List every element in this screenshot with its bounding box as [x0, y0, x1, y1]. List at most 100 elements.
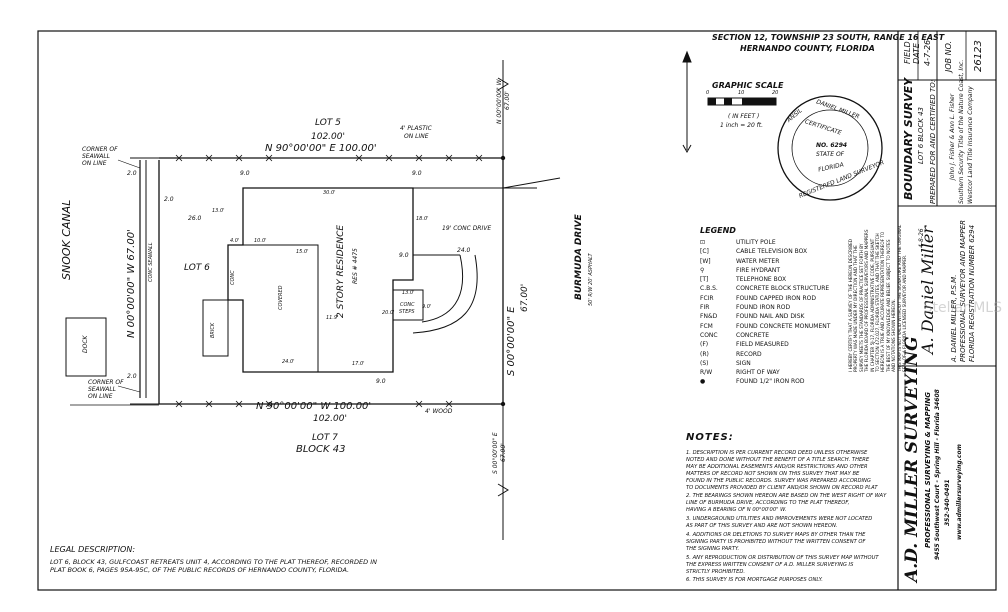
note-line: THE SIGNING PARTY. — [686, 545, 740, 552]
graphic-scale-title: GRAPHIC SCALE — [712, 81, 784, 90]
lot5-dim: 102.00' — [311, 132, 345, 142]
section-line: SECTION 12, TOWNSHIP 23 SOUTH, RANGE 16 … — [712, 33, 945, 42]
legend-symbol: FIR — [700, 304, 710, 312]
corner-bot-1: CORNER OF — [88, 379, 124, 386]
dim-11-9: 11.9' — [326, 315, 339, 321]
corner-bot-2: SEAWALL — [88, 386, 117, 393]
residence-label: 2 STORY RESIDENCE — [336, 224, 346, 318]
legend-symbol: (R) — [700, 350, 709, 358]
scale-tick-20: 20 — [772, 90, 779, 96]
dim-2-0-a: 2.0 — [127, 170, 137, 177]
note-line: 2. THE BEARINGS SHOWN HEREON ARE BASED O… — [686, 493, 887, 500]
legend-symbol: ● — [700, 378, 706, 386]
fence-north — [175, 154, 483, 162]
scale-bar — [707, 97, 777, 106]
note-line: 6. THIS SURVEY IS FOR MORTGAGE PURPOSES … — [686, 577, 823, 584]
client-1: John J. Fisher & Ann L. Fisher — [949, 93, 956, 180]
survey-lot: LOT 6 BLOCK 43 — [917, 107, 925, 164]
note-line: 3. UNDERGROUND UTILITIES AND IMPROVEMENT… — [686, 516, 873, 523]
note-line: MATTERS OF RECORD NOT SHOWN ON THIS SURV… — [686, 470, 860, 477]
corner-bot-3: ON LINE — [88, 393, 113, 400]
covered-label: COVERED — [278, 285, 284, 311]
legend-text: FIRE HYDRANT — [736, 266, 781, 274]
legend-symbol: ⊡ — [700, 239, 706, 246]
county-line: HERNANDO COUNTY, FLORIDA — [740, 44, 875, 53]
job-number: 26123 — [973, 40, 984, 72]
dim-24-0: 24.0 — [457, 247, 471, 254]
east-bearing: S 00°00'00" E — [506, 306, 517, 376]
surveyor-seal — [777, 95, 883, 201]
drive-curve — [421, 254, 464, 323]
note-line: NOTED AND DONE WITHOUT THE BENEFIT OF A … — [686, 456, 870, 463]
legend-text: RECORD — [736, 350, 762, 358]
dim-26-0: 26.0 — [188, 215, 202, 222]
seawall-label: CONC SEAWALL — [148, 242, 154, 282]
south-extension-2: 67.00' — [500, 443, 507, 462]
field-label: FIELD — [903, 41, 912, 64]
dim-13-0: 13.0' — [212, 208, 225, 214]
brick-label: BRICK — [210, 322, 216, 338]
note-line: SIGNING PARTY IS PROHIBITED WITHOUT THE … — [686, 538, 866, 545]
legend-text: TELEPHONE BOX — [736, 276, 787, 284]
certification-line: THE FLORIDA BOARD OF PROFESSIONAL SURVEY… — [864, 229, 870, 372]
dock-rect — [65, 317, 107, 377]
note-line: LINE OF BURMUDA DRIVE, ACCORDING TO THE … — [686, 500, 850, 507]
dim-24-0-b: 24.0' — [282, 359, 295, 365]
company-web: www.admillersurveying.com — [956, 444, 963, 540]
legend-text: FOUND NAIL AND DISK — [736, 313, 805, 321]
lot6-label: LOT 6 — [184, 263, 210, 273]
note-line: 5. ANY REPRODUCTION OR DISTRIBUTION OF T… — [686, 554, 879, 561]
conc-label: CONC — [230, 270, 236, 285]
prepared-for: PREPARED FOR AND CERTIFIED TO: — [929, 79, 937, 204]
company-phone: 352-340-0491 — [944, 479, 951, 526]
legend-symbol: R/W — [700, 369, 713, 377]
legend-item: [W]WATER METER — [700, 257, 890, 266]
legend-symbol: (F) — [700, 341, 709, 349]
legend-symbol: FCM — [700, 322, 713, 330]
dim-9-0-d: 9.0 — [399, 252, 409, 259]
north-extension-2: 67.00' — [504, 91, 511, 110]
road-break-south — [497, 483, 509, 497]
conc-drive-label: 19' CONC DRIVE — [442, 225, 492, 232]
south-record: 102.00' — [313, 414, 347, 424]
lot5-label: LOT 5 — [315, 118, 341, 128]
dim-18-0: 18.0' — [416, 216, 429, 222]
note-line: 1. DESCRIPTION IS PER CURRENT RECORD DEE… — [686, 450, 868, 456]
company-sub: PROFESSIONAL SURVEYING & MAPPING — [924, 391, 932, 548]
field-date: 4-7-26 — [923, 39, 932, 66]
dim-2-0-c: 2.0 — [127, 373, 137, 380]
iron-rod-se — [500, 401, 506, 407]
notes-list: 1. DESCRIPTION IS PER CURRENT RECORD DEE… — [686, 450, 896, 584]
corner-top-1: CORNER OF — [82, 146, 118, 153]
note-line: TO DOCUMENTS PROVIDED BY CLIENT AND/OR S… — [686, 484, 878, 491]
scale-tick-0: 0 — [706, 90, 710, 96]
drive-curve-2 — [412, 254, 478, 334]
south-extension-1: S 00°00'00" E — [492, 432, 499, 474]
legend-item: (F)FIELD MEASURED — [700, 340, 890, 349]
scale-units: ( IN FEET ) — [728, 113, 760, 120]
legend-text: WATER METER — [736, 257, 780, 265]
legend-text: FOUND CONCRETE MONUMENT — [736, 322, 831, 330]
legend-symbol: C.B.S. — [700, 285, 718, 293]
note-line: STRICTLY PROHIBITED. — [686, 568, 746, 575]
conc-steps — [392, 289, 424, 321]
residence-outline — [227, 187, 414, 373]
legal-line-1: LOT 6, BLOCK 43, GULFCOAST RETREATS UNIT… — [50, 558, 377, 566]
company-address: 9455 Southwest Court - Spring Hill - Flo… — [934, 389, 941, 560]
burmuda-sub: 50' R/W 20' ASPHALT — [588, 253, 594, 306]
east-dim: 67.00' — [520, 283, 530, 312]
date-label: DATE — [912, 43, 921, 64]
legend-item: [T]TELEPHONE BOX — [700, 275, 890, 284]
legend-item: (S)SIGN — [700, 359, 890, 368]
north-bearing: N 90°00'00" E 100.00' — [265, 143, 377, 154]
legend-text: RIGHT OF WAY — [736, 369, 780, 377]
scale-tick-10: 10 — [738, 90, 745, 96]
legend-text: UTILITY POLE — [736, 239, 776, 246]
dim-4-0: 4.0' — [230, 238, 240, 244]
legend-text: CONCRETE BLOCK STRUCTURE — [736, 285, 830, 293]
conc-steps-2: STEPS — [399, 309, 415, 315]
